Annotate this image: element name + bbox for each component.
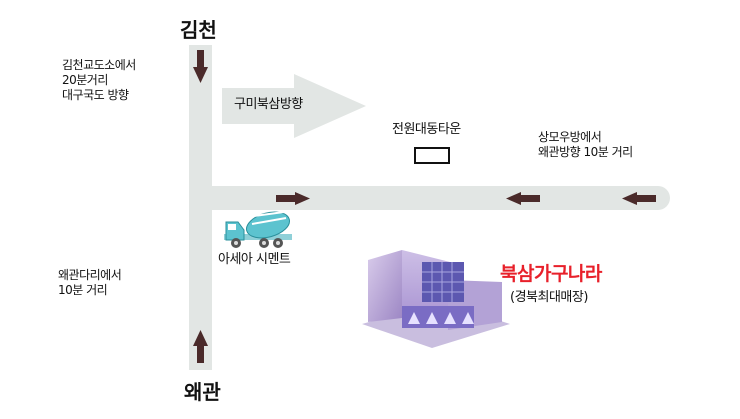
arrow-left-icon: [506, 192, 540, 205]
store-subtitle: (경북최대매장): [510, 290, 588, 305]
cement-label: 아세아 시멘트: [218, 252, 291, 267]
note-line: 왜관방향 10분 거리: [538, 145, 633, 159]
complex-label: 전원대동타운: [392, 122, 461, 137]
cement-truck-icon: [224, 211, 292, 248]
note-line: 대구국도 방향: [62, 88, 129, 102]
sangmo-distance-note: 상모우방에서 왜관방향 10분 거리: [538, 130, 633, 160]
note-line: 10분 거리: [58, 283, 108, 297]
note-line: 김천교도소에서: [62, 58, 136, 72]
note-line: 20분거리: [62, 73, 108, 87]
waegwan-distance-note: 왜관다리에서 10분 거리: [58, 268, 122, 298]
arrow-left-icon: [622, 192, 656, 205]
gumi-direction-arrow: [222, 74, 366, 138]
arrow-right-icon: [276, 192, 310, 205]
store-name: 북삼가구나라: [500, 263, 602, 285]
note-line: 왜관다리에서: [58, 268, 122, 282]
north-city-label: 김천: [180, 18, 217, 42]
south-city-label: 왜관: [184, 380, 221, 404]
gumi-direction-label: 구미북삼방향: [234, 97, 303, 112]
arrow-up-icon: [193, 330, 208, 363]
horizontal-road: [189, 186, 670, 210]
store-building-icon: [362, 250, 510, 348]
complex-marker: [414, 147, 450, 164]
note-line: 상모우방에서: [538, 130, 602, 144]
gimcheon-distance-note: 김천교도소에서 20분거리 대구국도 방향: [62, 58, 136, 103]
arrow-down-icon: [193, 50, 208, 83]
